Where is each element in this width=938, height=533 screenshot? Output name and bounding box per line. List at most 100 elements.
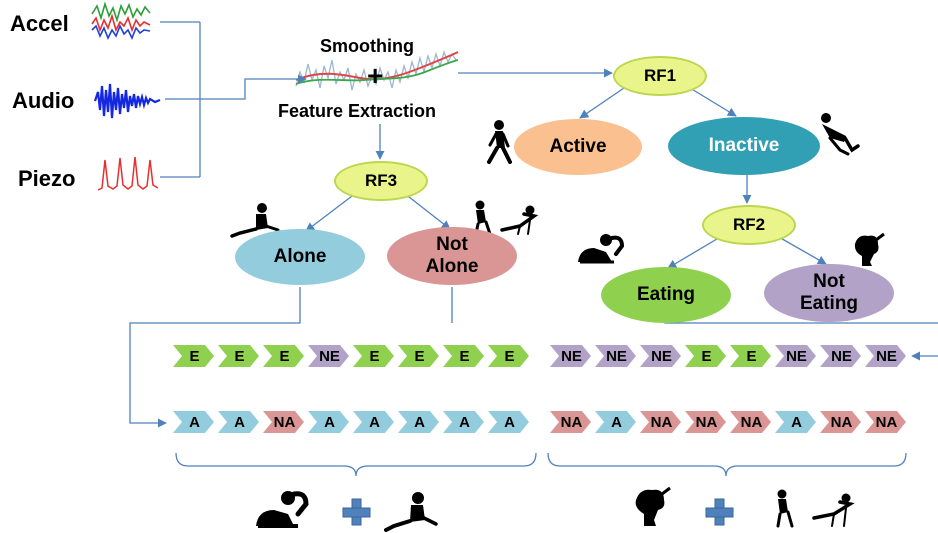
alone-node: Alone bbox=[235, 229, 365, 285]
rf3-node: RF3 bbox=[334, 161, 428, 201]
sequence-chevron-label: A bbox=[791, 414, 802, 431]
eating-sequence-left: E E E NE E E E E bbox=[173, 345, 529, 367]
sequence-chevron-label: NE bbox=[876, 348, 897, 365]
sequence-chevron-label: NA bbox=[274, 414, 296, 431]
sequence-chevron bbox=[820, 411, 861, 433]
sequence-chevron bbox=[685, 345, 726, 367]
accel-signal-icon bbox=[91, 1, 151, 40]
audio-waveform-icon bbox=[93, 83, 161, 119]
sequence-chevron-label: E bbox=[369, 348, 379, 365]
sequence-chevron-label: E bbox=[746, 348, 756, 365]
sequence-chevron bbox=[595, 345, 636, 367]
not-eating-node: Not Eating bbox=[764, 264, 894, 322]
sequence-chevron bbox=[398, 345, 439, 367]
sequence-chevron bbox=[775, 345, 816, 367]
sequence-chevron bbox=[443, 345, 484, 367]
smoothing-label: Smoothing bbox=[320, 36, 414, 56]
sequence-chevron-label: NE bbox=[606, 348, 627, 365]
sequence-chevron-label: NE bbox=[651, 348, 672, 365]
sequence-chevron bbox=[820, 345, 861, 367]
sequence-chevron bbox=[488, 411, 529, 433]
sequence-chevron bbox=[775, 411, 816, 433]
sequence-chevron-label: E bbox=[189, 348, 199, 365]
sequence-chevron bbox=[730, 345, 771, 367]
smoothed-signal-icon bbox=[295, 49, 459, 91]
bottom-plus-left-icon bbox=[342, 498, 371, 526]
eating-node: Eating bbox=[601, 267, 731, 323]
processing-plus-symbol: + bbox=[367, 60, 384, 91]
sequence-chevron-label: E bbox=[414, 348, 424, 365]
sequence-chevron bbox=[595, 411, 636, 433]
sequence-chevron bbox=[173, 345, 214, 367]
pipeline-arrows bbox=[305, 68, 827, 269]
sequence-chevron-label: NA bbox=[831, 414, 853, 431]
rf2-node: RF2 bbox=[702, 205, 796, 245]
sequence-chevron bbox=[550, 411, 591, 433]
bottom-sitting-person-icon bbox=[384, 492, 438, 532]
sequence-chevron-label: NA bbox=[696, 414, 718, 431]
sequence-chevron bbox=[308, 411, 349, 433]
sequence-chevron bbox=[443, 411, 484, 433]
sequence-chevron-label: A bbox=[459, 414, 470, 431]
sequence-chevron bbox=[398, 411, 439, 433]
sequence-chevron bbox=[218, 411, 259, 433]
sequence-chevron-label: NA bbox=[561, 414, 583, 431]
sequence-chevron-label: A bbox=[369, 414, 380, 431]
brace-left bbox=[175, 452, 537, 477]
sequence-chevron bbox=[865, 345, 906, 367]
sequence-chevron-label: E bbox=[459, 348, 469, 365]
sequence-chevron-label: A bbox=[189, 414, 200, 431]
sensor-connector bbox=[160, 21, 307, 178]
sequence-chevron-label: NE bbox=[786, 348, 807, 365]
reclining-person-icon bbox=[821, 113, 860, 156]
sequence-chevron-label: NE bbox=[319, 348, 340, 365]
walking-person-icon bbox=[487, 120, 512, 164]
sequence-chevron bbox=[308, 345, 349, 367]
girl-profile-icon bbox=[854, 232, 885, 266]
brace-right bbox=[547, 452, 907, 477]
sequence-chevron-label: E bbox=[504, 348, 514, 365]
sensor-label-accel: Accel bbox=[10, 11, 69, 36]
not-alone-node: Not Alone bbox=[387, 227, 517, 285]
eating-sequence-right: NE NE NE E E NE NE NE bbox=[550, 345, 906, 367]
sequence-chevron bbox=[353, 345, 394, 367]
bottom-girl-profile-icon bbox=[635, 486, 671, 526]
sequence-chevron-label: NE bbox=[561, 348, 582, 365]
sequence-chevron bbox=[173, 411, 214, 433]
sequence-chevron bbox=[550, 345, 591, 367]
sequence-chevron-label: A bbox=[324, 414, 335, 431]
feature-extraction-label: Feature Extraction bbox=[278, 101, 437, 121]
sequence-chevron-label: E bbox=[701, 348, 711, 365]
sequence-chevron bbox=[218, 345, 259, 367]
sequence-chevron-label: A bbox=[234, 414, 245, 431]
piezo-signal-icon bbox=[97, 156, 159, 191]
sequence-chevron-label: A bbox=[504, 414, 515, 431]
sequence-chevron-label: NA bbox=[876, 414, 898, 431]
bottom-eating-person-icon bbox=[256, 491, 309, 528]
sequence-chevron bbox=[353, 411, 394, 433]
bottom-group-sitting-icon bbox=[776, 489, 855, 528]
sequence-chevron bbox=[640, 411, 681, 433]
alone-sequence-right: NA A NA NA NA A NA NA bbox=[550, 411, 906, 433]
inactive-node: Inactive bbox=[668, 117, 820, 175]
sequence-chevron-label: E bbox=[234, 348, 244, 365]
sequence-chevron bbox=[865, 411, 906, 433]
group-sitting-icon bbox=[474, 200, 539, 236]
sitting-person-icon bbox=[230, 203, 280, 238]
active-node: Active bbox=[514, 119, 642, 175]
sensor-label-piezo: Piezo bbox=[18, 166, 76, 191]
sequence-chevron-label: NA bbox=[651, 414, 673, 431]
sequence-chevron bbox=[488, 345, 529, 367]
sensor-label-audio: Audio bbox=[12, 88, 75, 113]
sequence-chevron-label: A bbox=[611, 414, 622, 431]
sequence-chevron-label: E bbox=[279, 348, 289, 365]
rf1-node: RF1 bbox=[613, 56, 707, 96]
bottom-plus-right-icon bbox=[705, 498, 734, 526]
sequence-chevron bbox=[730, 411, 771, 433]
sequence-chevron bbox=[263, 411, 304, 433]
sequence-chevron-label: A bbox=[414, 414, 425, 431]
sequence-chevron-label: NA bbox=[741, 414, 763, 431]
sequence-chevron-label: NE bbox=[831, 348, 852, 365]
